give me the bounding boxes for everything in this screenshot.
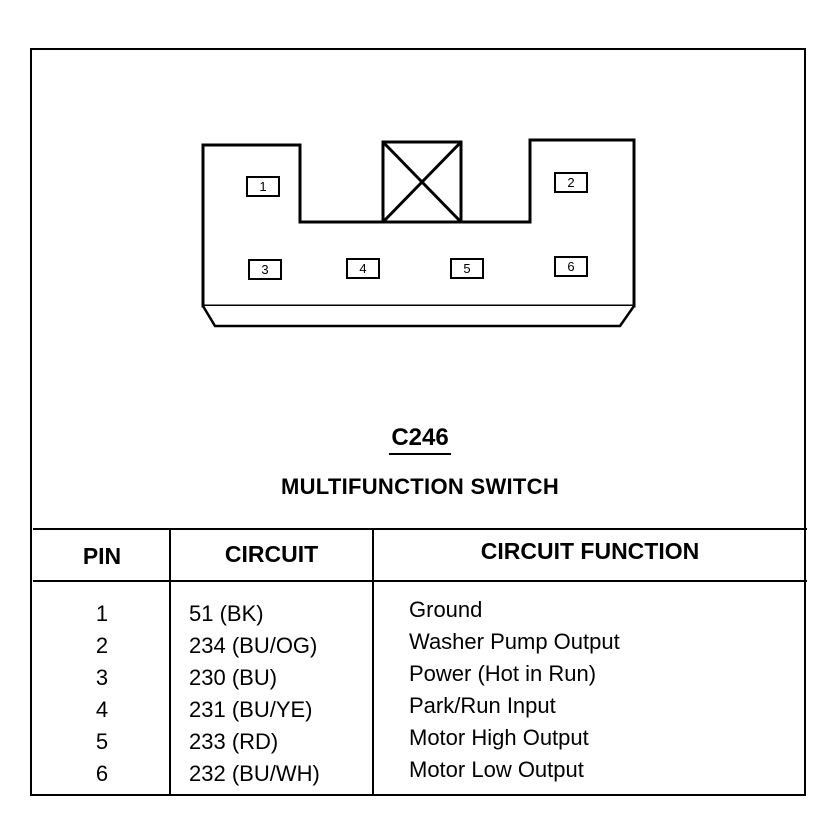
connector-name: MULTIFUNCTION SWITCH — [280, 474, 560, 499]
pin-box-5 — [450, 258, 484, 279]
diagram-frame — [30, 48, 806, 796]
pin-label-3: 3 — [261, 262, 269, 277]
pin-box-4 — [346, 258, 380, 279]
table-cell-pin: 2 — [95, 633, 109, 658]
table-divider-2 — [372, 528, 374, 794]
header-function: CIRCUIT FUNCTION — [480, 538, 700, 564]
table-cell-circuit: 51 (BK) — [189, 601, 264, 626]
pin-box-2 — [554, 172, 588, 193]
table-cell-function: Power (Hot in Run) — [409, 661, 597, 686]
header-circuit: CIRCUIT — [224, 541, 319, 567]
table-cell-pin: 6 — [95, 761, 109, 786]
key-cross-b — [381, 140, 463, 224]
table-cell-pin: 5 — [95, 729, 109, 754]
table-cell-circuit: 234 (BU/OG) — [189, 633, 318, 658]
connector-bevel — [201, 305, 636, 328]
table-cell-pin: 1 — [95, 601, 109, 626]
pin-label-2: 2 — [567, 175, 575, 190]
table-cell-function: Motor High Output — [409, 725, 589, 750]
pin-box-3 — [248, 259, 282, 280]
pin-column: 1 2 3 4 5 6 — [35, 598, 169, 790]
circuit-column: 51 (BK) 234 (BU/OG) 230 (BU) 231 (BU/YE)… — [189, 598, 371, 790]
table-cell-circuit: 230 (BU) — [189, 665, 278, 690]
pin-label-1: 1 — [259, 179, 267, 194]
table-cell-circuit: 231 (BU/YE) — [189, 697, 313, 722]
table-divider-1 — [169, 528, 171, 794]
function-column: Ground Washer Pump Output Power (Hot in … — [409, 594, 805, 786]
table-cell-circuit: 233 (RD) — [189, 729, 279, 754]
table-cell-function: Motor Low Output — [409, 757, 584, 782]
pin-label-6: 6 — [567, 259, 575, 274]
table-top-border — [33, 528, 807, 530]
table-cell-pin: 4 — [95, 697, 109, 722]
table-cell-circuit: 232 (BU/WH) — [189, 761, 320, 786]
table-header-border — [33, 580, 807, 582]
pin-box-6 — [554, 256, 588, 277]
table-cell-function: Ground — [409, 597, 483, 622]
pin-label-5: 5 — [463, 261, 471, 276]
pin-box-1 — [246, 176, 280, 197]
table-cell-function: Washer Pump Output — [409, 629, 620, 654]
table-cell-function: Park/Run Input — [409, 693, 556, 718]
header-pin: PIN — [82, 543, 122, 569]
table-cell-pin: 3 — [95, 665, 109, 690]
pin-label-4: 4 — [359, 261, 367, 276]
connector-id: C246 — [0, 424, 840, 455]
